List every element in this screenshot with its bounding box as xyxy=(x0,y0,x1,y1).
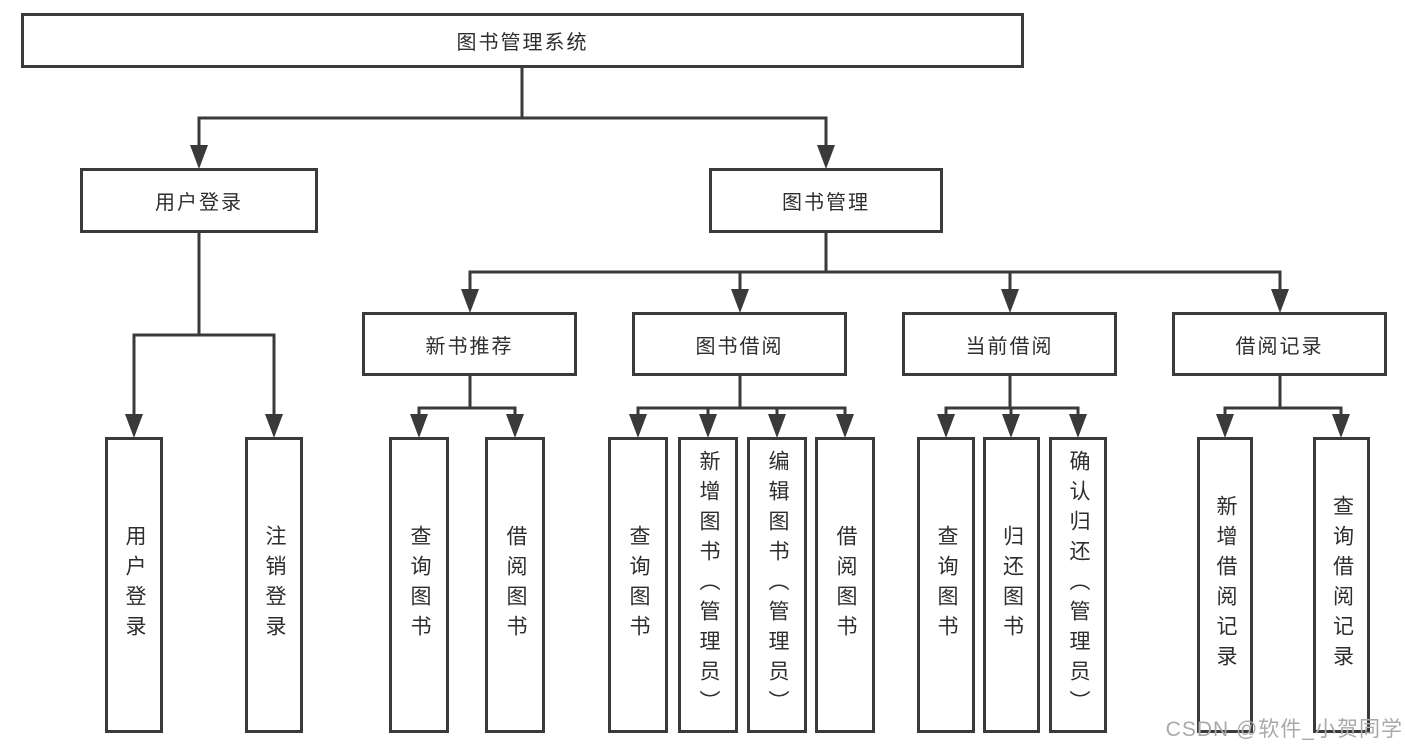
leaf-confirm-return-admin: 确认归还（管理员） xyxy=(1049,437,1107,733)
node-book-management-system: 图书管理系统 xyxy=(21,13,1024,68)
leaf-return-books: 归还图书 xyxy=(983,437,1040,733)
arrowhead xyxy=(1001,289,1019,313)
arrowhead xyxy=(731,289,749,313)
leaf-logout: 注销登录 xyxy=(245,437,303,733)
leaf-borrow-books-recommend: 借阅图书 xyxy=(485,437,545,733)
arrowhead xyxy=(1216,414,1234,438)
arrowhead xyxy=(265,414,283,438)
leaf-borrow-books-borrowing: 借阅图书 xyxy=(815,437,875,733)
connector-user-login-to-leaves xyxy=(132,233,276,420)
arrowhead xyxy=(1069,414,1087,438)
arrowheads xyxy=(125,145,1350,438)
leaf-add-books-admin: 新增图书（管理员） xyxy=(678,437,738,733)
node-current-borrowing: 当前借阅 xyxy=(902,312,1117,376)
connector-new-book-rec-to-leaves xyxy=(417,376,517,420)
arrowhead xyxy=(1271,289,1289,313)
node-new-book-recommend: 新书推荐 xyxy=(362,312,577,376)
arrowhead xyxy=(506,414,524,438)
arrowhead xyxy=(817,145,835,169)
arrowhead xyxy=(629,414,647,438)
arrowhead xyxy=(410,414,428,438)
arrowhead xyxy=(1002,414,1020,438)
connector-book-mgmt-to-level3 xyxy=(468,233,1282,294)
node-user-login: 用户登录 xyxy=(80,168,318,233)
arrowhead xyxy=(125,414,143,438)
arrowhead xyxy=(699,414,717,438)
arrowhead xyxy=(937,414,955,438)
watermark-text: CSDN @软件_小贺同学 xyxy=(1165,718,1403,741)
leaf-query-books-borrowing: 查询图书 xyxy=(608,437,668,733)
node-book-management: 图书管理 xyxy=(709,168,943,233)
node-borrowing-records: 借阅记录 xyxy=(1172,312,1387,376)
arrowhead xyxy=(190,145,208,169)
arrowhead xyxy=(1332,414,1350,438)
leaf-user-login: 用户登录 xyxy=(105,437,163,733)
connector-current-borrow-to-leaves xyxy=(944,376,1080,420)
leaf-edit-books-admin: 编辑图书（管理员） xyxy=(747,437,807,733)
arrowhead xyxy=(768,414,786,438)
connector-borrow-record-to-leaves xyxy=(1223,376,1343,420)
connector-book-borrow-to-leaves xyxy=(636,376,847,420)
leaf-query-books-current: 查询图书 xyxy=(917,437,975,733)
leaf-query-books-recommend: 查询图书 xyxy=(389,437,449,733)
connector-root-to-level2 xyxy=(197,68,828,150)
arrowhead xyxy=(836,414,854,438)
leaf-query-borrow-record: 查询借阅记录 xyxy=(1313,437,1370,733)
arrowhead xyxy=(461,289,479,313)
node-book-borrowing: 图书借阅 xyxy=(632,312,847,376)
leaf-add-borrow-record: 新增借阅记录 xyxy=(1197,437,1253,733)
